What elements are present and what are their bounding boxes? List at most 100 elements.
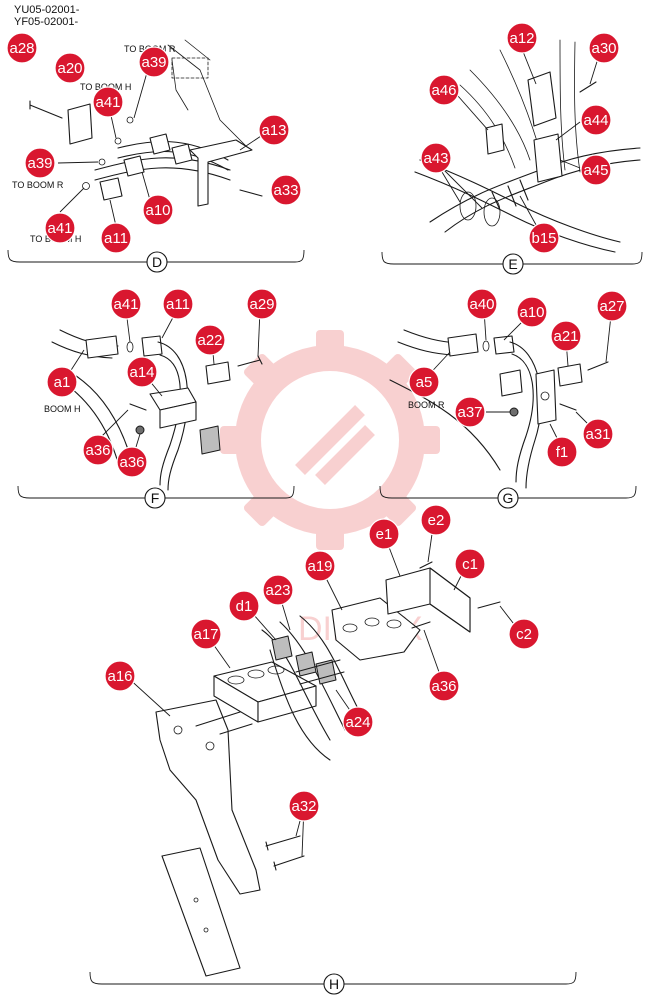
callout-label: a24: [345, 714, 370, 731]
callout-a16: a16: [104, 660, 136, 692]
callout-label: a28: [9, 40, 34, 57]
section-label-text: H: [329, 976, 339, 992]
callout-circle: [420, 142, 452, 174]
header-line-2: YF05-02001-: [14, 16, 79, 28]
callout-circle: [142, 194, 174, 226]
note-boom-h: BOOM H: [44, 404, 81, 414]
callout-circle: [194, 324, 226, 356]
callout-label: a17: [193, 626, 218, 643]
callout-circle: [82, 434, 114, 466]
callout-label: a39: [27, 155, 52, 172]
callout-a19: a19: [304, 550, 336, 582]
callout-label: a16: [107, 668, 132, 685]
callout-a36: a36: [428, 670, 460, 702]
section-label-e: E: [502, 253, 524, 275]
header-line-1: YU05-02001-: [14, 4, 80, 16]
callout-label: a41: [95, 94, 120, 111]
callout-c2: c2: [508, 618, 540, 650]
callout-circle: [270, 174, 302, 206]
section-label-text: G: [503, 490, 514, 506]
callout-a37: a37: [454, 396, 486, 428]
callout-markers: a28 a20 a39 a41 a13 a39 a33 a10 a41 a11 a12 a30 a46 a…: [6, 22, 628, 822]
callout-a13: a13: [258, 114, 290, 146]
callout-a39: a39: [138, 46, 170, 78]
callout-c1: c1: [454, 548, 486, 580]
callout-label: a11: [104, 230, 128, 247]
section-label-circle: [497, 487, 519, 509]
callout-label: a12: [509, 30, 534, 47]
section-label-circle: [144, 487, 166, 509]
callout-circle: [162, 288, 194, 320]
callout-a30: a30: [588, 32, 620, 64]
callout-label: a36: [119, 454, 144, 471]
callout-circle: [92, 86, 124, 118]
callout-a20: a20: [54, 52, 86, 84]
callout-circle: [6, 32, 38, 64]
callout-label: a11: [166, 296, 190, 313]
callout-label: a40: [469, 296, 494, 313]
callout-circle: [428, 74, 460, 106]
callout-circle: [454, 396, 486, 428]
callout-circle: [304, 550, 336, 582]
callout-label: a46: [431, 82, 456, 99]
callout-circle: [428, 670, 460, 702]
callout-a22: a22: [194, 324, 226, 356]
callout-label: a23: [265, 582, 290, 599]
callout-label: a39: [141, 54, 166, 71]
callout-a31: a31: [582, 418, 614, 450]
section-e-view: [381, 39, 643, 265]
callout-e1: e1: [368, 518, 400, 550]
callout-label: a29: [249, 296, 274, 313]
callout-circle: [516, 296, 548, 328]
callout-circle: [246, 288, 278, 320]
section-label-circle: [146, 251, 168, 273]
section-h-view: [89, 519, 577, 985]
callout-circle: [508, 618, 540, 650]
callout-circle: [466, 288, 498, 320]
callout-circle: [420, 504, 452, 536]
callout-label: a14: [129, 364, 154, 381]
callout-label: a5: [416, 374, 433, 391]
callout-label: a19: [307, 558, 332, 575]
callout-circle: [190, 618, 222, 650]
section-label-circle: [323, 973, 345, 995]
section-f-view: BOOM H: [17, 307, 295, 499]
callout-circle: [116, 446, 148, 478]
callout-circle: [138, 46, 170, 78]
callout-e2: e2: [420, 504, 452, 536]
callout-f1: f1: [546, 436, 578, 468]
callout-a29: a29: [246, 288, 278, 320]
callout-circle: [588, 32, 620, 64]
callout-a41: a41: [44, 212, 76, 244]
callout-circle: [110, 288, 142, 320]
callout-label: a37: [457, 404, 482, 421]
section-label-text: D: [152, 254, 162, 270]
callout-circle: [528, 222, 560, 254]
callout-a17: a17: [190, 618, 222, 650]
callout-a41: a41: [110, 288, 142, 320]
callout-label: a20: [57, 60, 82, 77]
callout-a33: a33: [270, 174, 302, 206]
section-label-circle: [502, 253, 524, 275]
callout-a23: a23: [262, 574, 294, 606]
callout-circle: [506, 22, 538, 54]
callout-a39: a39: [24, 147, 56, 179]
callout-circle: [126, 356, 158, 388]
callout-label: b15: [531, 230, 556, 247]
callout-circle: [258, 114, 290, 146]
callout-label: a13: [261, 122, 286, 139]
callout-a36: a36: [82, 434, 114, 466]
callout-circle: [580, 154, 612, 186]
callout-label: a30: [591, 40, 616, 57]
callout-label: a27: [599, 298, 624, 315]
callout-circle: [228, 590, 260, 622]
callout-label: a21: [553, 328, 578, 345]
callout-circle: [596, 290, 628, 322]
callout-a27: a27: [596, 290, 628, 322]
callout-a41: a41: [92, 86, 124, 118]
callout-a10: a10: [142, 194, 174, 226]
callout-circle: [546, 436, 578, 468]
callout-circle: [580, 104, 612, 136]
